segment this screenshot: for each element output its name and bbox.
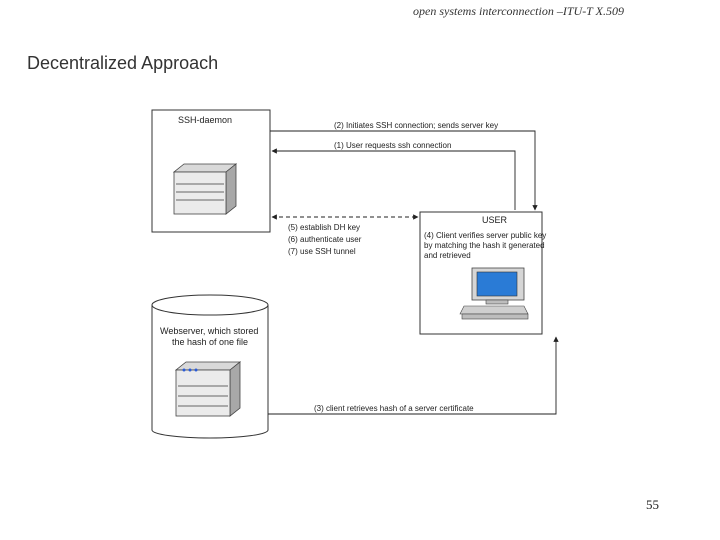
arrow-step1-label: (1) User requests ssh connection [334, 141, 451, 150]
arrow-step2-label: (2) Initiates SSH connection; sends serv… [334, 121, 498, 130]
arrow-step2: (2) Initiates SSH connection; sends serv… [270, 121, 538, 211]
computer-icon [459, 267, 529, 320]
arrow-step3: (3) client retrieves hash of a server ce… [268, 336, 559, 415]
server-icon [172, 163, 238, 215]
ssh-daemon-node: SSH-daemon [151, 109, 271, 233]
arrow-steps-5-7: (5) establish DH key (6) authenticate us… [271, 214, 419, 260]
ssh-daemon-label: SSH-daemon [178, 115, 232, 125]
server-icon [174, 361, 242, 417]
user-note-line1: (4) Client verifies server public key [424, 231, 546, 240]
user-note-line2: by matching the hash it generated [424, 241, 545, 250]
webserver-label-line2: the hash of one file [172, 337, 248, 347]
webserver-label-line1: Webserver, which stored [160, 326, 258, 336]
step6-label: (6) authenticate user [288, 235, 362, 244]
arrow-step1: (1) User requests ssh connection [271, 141, 516, 210]
user-label: USER [482, 215, 508, 225]
page-number: 55 [646, 497, 659, 512]
user-note-line3: and retrieved [424, 251, 471, 260]
arrow-step3-label: (3) client retrieves hash of a server ce… [314, 404, 474, 413]
step7-label: (7) use SSH tunnel [288, 247, 356, 256]
user-node: USER (4) Client verifies server public k… [419, 211, 546, 335]
step5-label: (5) establish DH key [288, 223, 360, 232]
slide-header: open systems interconnection –ITU-T X.50… [413, 4, 624, 18]
page-title: Decentralized Approach [27, 53, 219, 73]
webserver-node: Webserver, which stored the hash of one … [151, 294, 269, 439]
